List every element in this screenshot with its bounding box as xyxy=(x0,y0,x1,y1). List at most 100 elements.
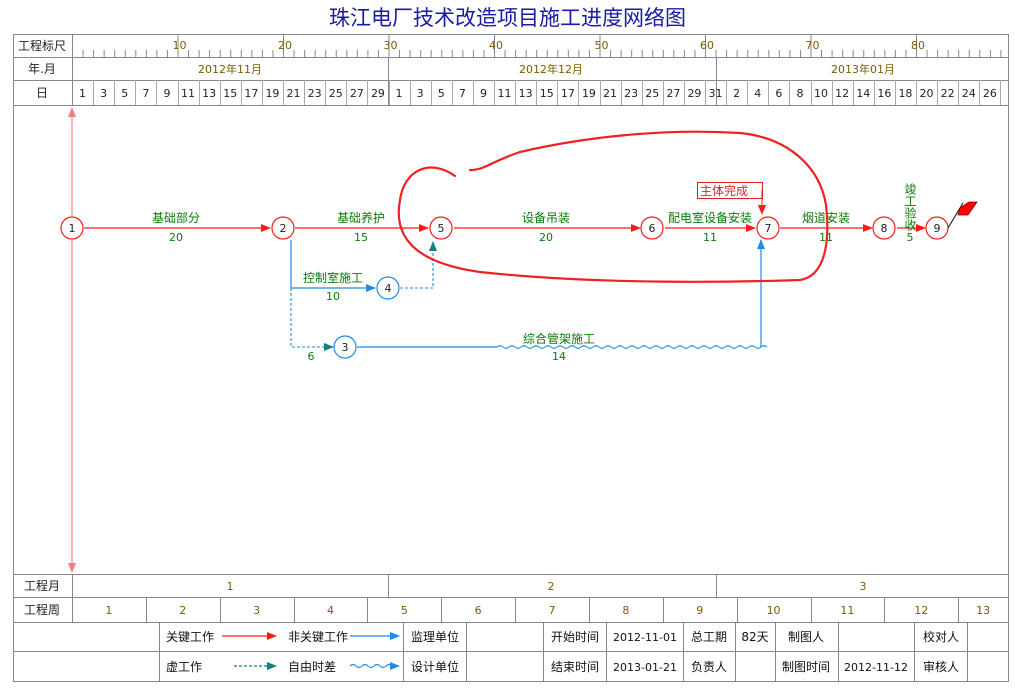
day-label: 20 xyxy=(920,87,934,100)
scale-tick-label: 80 xyxy=(911,39,925,52)
day-label: 6 xyxy=(775,87,782,100)
legend-free-float-wave xyxy=(349,663,393,669)
day-label: 9 xyxy=(480,87,487,100)
scale-tick-label: 30 xyxy=(384,39,398,52)
day-grid xyxy=(93,80,1001,105)
day-label: 5 xyxy=(121,87,128,100)
week-label: 8 xyxy=(622,604,629,617)
day-label: 1 xyxy=(79,87,86,100)
footer-month-2: 2 xyxy=(548,580,555,593)
duration-dummy-2-3: 6 xyxy=(308,350,315,363)
scale-tick-label: 60 xyxy=(700,39,714,52)
finish-flag-icon xyxy=(947,201,978,229)
day-label: 7 xyxy=(142,87,149,100)
annotation-highlight-loop xyxy=(397,130,829,283)
day-label: 15 xyxy=(540,87,554,100)
duration-activity-2-4: 10 xyxy=(326,290,340,303)
footer-month-1: 1 xyxy=(227,580,234,593)
day-label: 21 xyxy=(287,87,301,100)
week-label: 5 xyxy=(401,604,408,617)
day-label: 29 xyxy=(371,87,385,100)
page-title: 珠江电厂技术改造项目施工进度网络图 xyxy=(329,6,686,30)
draw-time-value: 2012-11-12 xyxy=(844,661,908,674)
day-label: 5 xyxy=(438,87,445,100)
scale-tick-label: 50 xyxy=(595,39,609,52)
footer-grid xyxy=(13,574,1009,623)
day-label: 11 xyxy=(181,87,195,100)
legend-dummy-label: 虚工作 xyxy=(166,660,202,674)
day-label: 2 xyxy=(733,87,740,100)
label-activity-3-7: 综合管架施工 xyxy=(523,331,595,346)
week-label: 3 xyxy=(253,604,260,617)
day-label: 12 xyxy=(835,87,849,100)
scale-ruler-ticks xyxy=(72,34,1002,57)
duration-value: 82天 xyxy=(741,630,768,644)
dummy-4-5 xyxy=(400,241,437,289)
day-label: 3 xyxy=(417,87,424,100)
legend-noncritical-label: 非关键工作 xyxy=(288,630,348,644)
day-label: 3 xyxy=(100,87,107,100)
node-5: 5 xyxy=(429,216,453,240)
day-label: 8 xyxy=(796,87,803,100)
duration-activity-5-6: 20 xyxy=(539,231,553,244)
day-label: 22 xyxy=(941,87,955,100)
header-grid xyxy=(13,34,1009,682)
milestone-label: 主体完成 xyxy=(700,183,748,198)
checker-label: 校对人 xyxy=(923,629,959,644)
svg-text:7: 7 xyxy=(765,222,772,235)
month-row-label: 年.月 xyxy=(28,62,56,76)
node-4: 4 xyxy=(376,276,400,300)
day-label: 17 xyxy=(561,87,575,100)
month-nov: 2012年11月 xyxy=(198,62,262,76)
day-label: 13 xyxy=(202,87,216,100)
legend-designer-label: 设计单位 xyxy=(411,659,459,674)
day-label: 25 xyxy=(329,87,343,100)
node-7: 7 xyxy=(756,216,780,240)
week-label: 1 xyxy=(105,604,112,617)
svg-text:2: 2 xyxy=(280,222,287,235)
day-label: 19 xyxy=(582,87,596,100)
node-3: 3 xyxy=(333,335,357,359)
owner-label: 负责人 xyxy=(691,660,727,674)
day-label: 23 xyxy=(308,87,322,100)
day-label: 9 xyxy=(163,87,170,100)
duration-activity-6-7: 11 xyxy=(703,231,717,244)
legend-supervisor-label: 监理单位 xyxy=(411,629,459,644)
week-label: 11 xyxy=(840,604,854,617)
svg-text:6: 6 xyxy=(649,222,656,235)
legend-free-float-label: 自由时差 xyxy=(288,660,336,674)
day-label: 27 xyxy=(666,87,680,100)
week-label: 2 xyxy=(179,604,186,617)
draw-time-label: 制图时间 xyxy=(782,660,830,674)
day-label: 11 xyxy=(498,87,512,100)
month-jan: 2013年01月 xyxy=(831,62,895,76)
drawer-label: 制图人 xyxy=(788,630,824,644)
week-label: 4 xyxy=(327,604,334,617)
activity-3-7-free-float xyxy=(496,345,768,349)
duration-activity-8-9: 5 xyxy=(907,231,914,244)
day-label: 16 xyxy=(877,87,891,100)
day-label: 31 xyxy=(709,87,723,100)
duration-activity-2-5: 15 xyxy=(354,231,368,244)
start-time-value: 2012-11-01 xyxy=(613,631,677,644)
month-dec: 2012年12月 xyxy=(519,62,583,76)
duration-activity-3-7: 14 xyxy=(552,350,566,363)
week-label: 9 xyxy=(696,604,703,617)
day-label: 10 xyxy=(814,87,828,100)
start-time-label: 开始时间 xyxy=(551,630,599,644)
label-activity-8-9: 竣工验收 xyxy=(903,182,917,232)
svg-text:3: 3 xyxy=(342,341,349,354)
node-1: 1 xyxy=(60,216,84,240)
week-label: 12 xyxy=(914,604,928,617)
day-label: 27 xyxy=(350,87,364,100)
scale-tick-label: 10 xyxy=(173,39,187,52)
svg-text:9: 9 xyxy=(934,222,941,235)
scale-tick-label: 40 xyxy=(489,39,503,52)
svg-text:1: 1 xyxy=(69,222,76,235)
day-label: 4 xyxy=(754,87,761,100)
week-label: 13 xyxy=(976,604,990,617)
week-grid xyxy=(146,597,959,622)
